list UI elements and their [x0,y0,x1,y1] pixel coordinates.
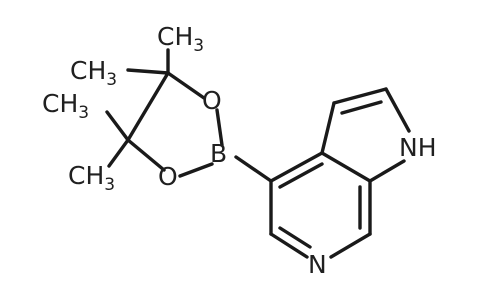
bond-pyrrole-2-inner [340,100,383,115]
nh-atom: NH [399,133,437,162]
oxygen-atom-upper: O [202,86,222,115]
bond-o-b-upper [215,108,224,147]
bond-b-c4 [234,155,273,183]
bond-c-c-quaternary [126,71,170,142]
bond-c-o-upper [166,71,206,100]
bond-ring-2 [320,151,372,183]
methyl-label-2: CH3 [70,56,117,90]
atom-label-layer: CH3 CH3 CH3 CH3 O O B NH N [42,22,437,279]
bond-ring-1 [269,151,324,183]
methyl-label-1: CH3 [157,22,204,56]
boron-atom: B [210,139,227,168]
bond-c-o-lower [126,138,166,172]
bond-o-b-lower [178,162,214,178]
bond-ring-4 [329,232,372,259]
bond-pyrrole-3 [384,87,411,133]
bond-methyl-4 [107,138,130,168]
methyl-label-3: CH3 [42,89,89,123]
oxygen-atom-lower: O [158,162,178,191]
bond-pyrrole-1 [320,101,336,155]
bond-pyrrole-4 [368,159,406,183]
pyridine-nitrogen-atom: N [308,250,327,279]
bond-ring-5 [269,232,309,259]
bond-layer [105,48,411,259]
bond-methyl-3 [105,110,130,142]
bond-pyrrole-2 [332,87,388,105]
bond-ring-1-inner [278,162,324,189]
bond-ring-5-inner [278,226,312,249]
bond-methyl-2 [126,68,170,75]
